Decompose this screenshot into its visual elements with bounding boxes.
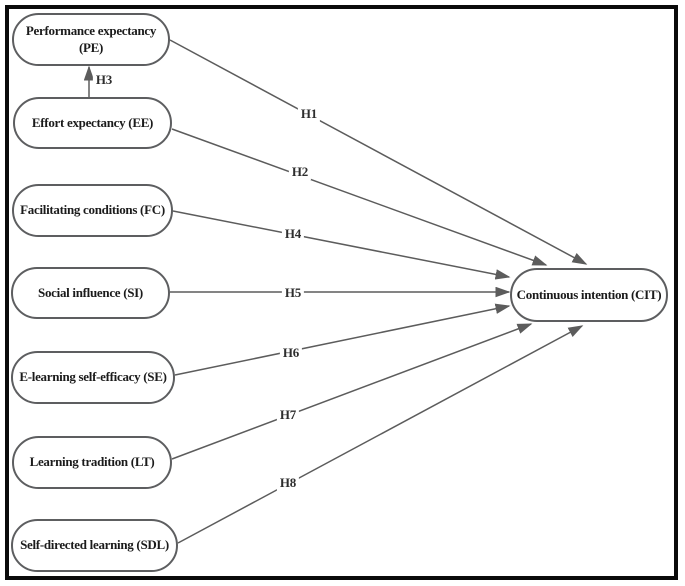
edge-h8-arrow [177,325,584,544]
edge-h1-arrow [169,39,588,265]
edge-label-h1: H1 [297,106,321,122]
edge-h2-arrow [171,128,548,266]
node-sdl-label: Self-directed learning (SDL) [20,537,169,553]
node-lt: Learning tradition (LT) [12,436,172,489]
node-pe-label: Performance expectancy [25,22,157,38]
edge-label-h3: H3 [92,72,116,88]
edge-label-h2: H2 [288,164,312,180]
edge-h4-arrow [172,210,511,280]
edge-label-h4: H4 [281,226,305,242]
edge-h7-arrow [171,323,533,460]
node-fc-label: Facilitating conditions (FC) [20,202,165,218]
edge-label-h7: H7 [276,407,300,423]
node-se: E-learning self-efficacy (SE) [11,351,175,404]
node-se-label: E-learning self-efficacy (SE) [19,369,167,385]
edge-label-h6: H6 [279,345,303,361]
node-ee: Effort expectancy (EE) [13,97,172,149]
node-si: Social influence (SI) [11,267,170,319]
node-lt-label: Learning tradition (LT) [29,454,155,470]
edge-h6-arrow [174,303,511,376]
node-fc: Facilitating conditions (FC) [12,184,173,237]
node-sdl: Self-directed learning (SDL) [11,519,178,572]
node-si-label: Social influence (SI) [38,284,143,300]
node-ee-label: Effort expectancy (EE) [31,114,154,130]
node-pe-label: (PE) [78,39,104,55]
node-pe: Performance expectancy(PE) [12,13,170,66]
edge-label-h8: H8 [276,475,300,491]
node-cit: Continuous intention (CIT) [510,268,668,322]
node-cit-label: Continuous intention (CIT) [516,286,662,302]
edge-label-h5: H5 [281,285,305,301]
